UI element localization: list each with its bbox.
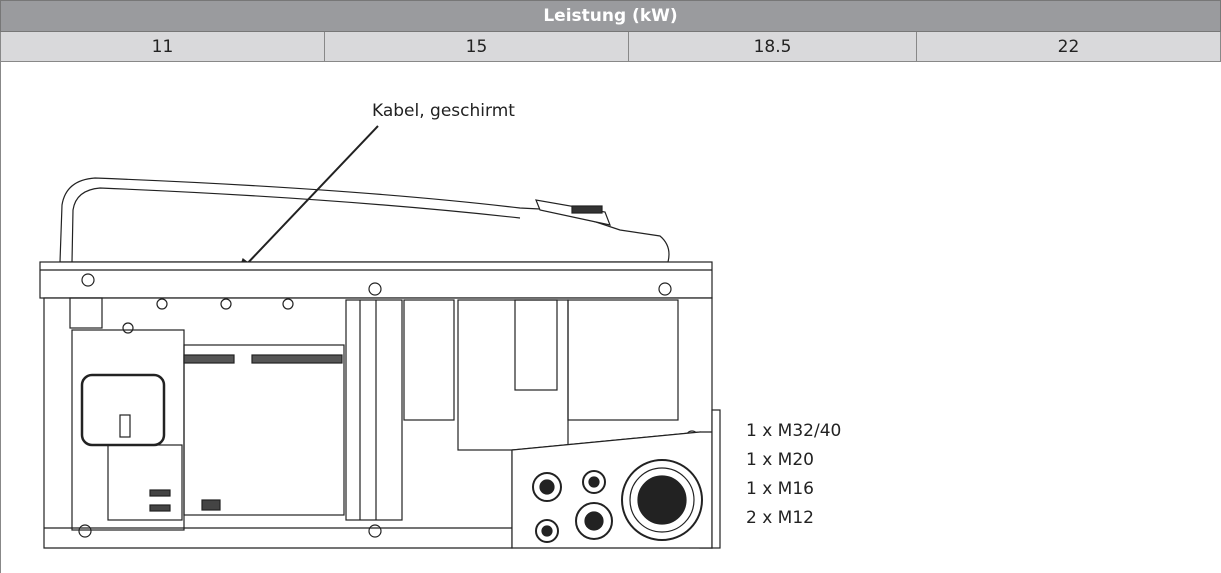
io-connector	[149, 504, 171, 512]
power-column-2: 15	[325, 32, 629, 62]
gland-core	[539, 479, 555, 495]
cable-gland-m32-40	[621, 459, 703, 541]
cable-clamp	[156, 298, 168, 310]
gland-core	[588, 476, 600, 488]
callout-arrow-line	[242, 125, 379, 269]
housing-frame	[39, 261, 713, 299]
dip-switch	[201, 499, 221, 511]
gland-core	[637, 475, 687, 525]
shield-clamp	[69, 297, 103, 329]
cable-gland-item: 2 x M12	[746, 508, 814, 528]
screw	[81, 273, 95, 287]
cable-gland-item: 1 x M16	[746, 479, 814, 499]
mains-terminal	[403, 299, 455, 421]
terminal-board	[183, 344, 345, 516]
cable-gland-m16	[582, 470, 606, 494]
heatsink	[345, 299, 403, 521]
housing-cover	[59, 177, 670, 263]
screw	[78, 524, 92, 538]
cable-gland-m12	[575, 502, 613, 540]
gland-core	[584, 511, 604, 531]
drawing-area	[0, 62, 1221, 573]
display-slot	[119, 414, 131, 438]
screw	[658, 282, 672, 296]
io-connector	[149, 489, 171, 497]
cable-gland-item: 1 x M20	[746, 450, 814, 470]
power-module	[567, 299, 679, 421]
gland-ring	[629, 467, 695, 533]
table-header-label: Leistung (kW)	[543, 6, 678, 26]
cable-gland-m20	[532, 472, 562, 502]
screw	[368, 282, 382, 296]
power-column-3: 18.5	[629, 32, 917, 62]
terminal-block-2	[251, 354, 343, 364]
screw	[122, 322, 134, 334]
cable-gland-m12	[535, 519, 559, 543]
power-column-1: 11	[0, 32, 325, 62]
terminal-block-1	[183, 354, 235, 364]
table-header: Leistung (kW)	[0, 0, 1221, 32]
relay-contacts	[514, 299, 558, 391]
cable-gland-item: 1 x M32/40	[746, 421, 842, 441]
callout-label: Kabel, geschirmt	[372, 101, 515, 121]
cable-clamp	[282, 298, 294, 310]
cover-inner-line	[71, 187, 521, 263]
screw	[368, 524, 382, 538]
cable-clamp	[220, 298, 232, 310]
gland-plate-edge	[711, 409, 721, 549]
cover-vent-grille	[571, 205, 603, 214]
gland-core	[541, 525, 553, 537]
io-board	[107, 444, 183, 521]
cable-gland-list: 1 x M32/40 1 x M20 1 x M16 2 x M12	[746, 417, 841, 533]
power-columns: 11 15 18.5 22	[0, 32, 1221, 62]
